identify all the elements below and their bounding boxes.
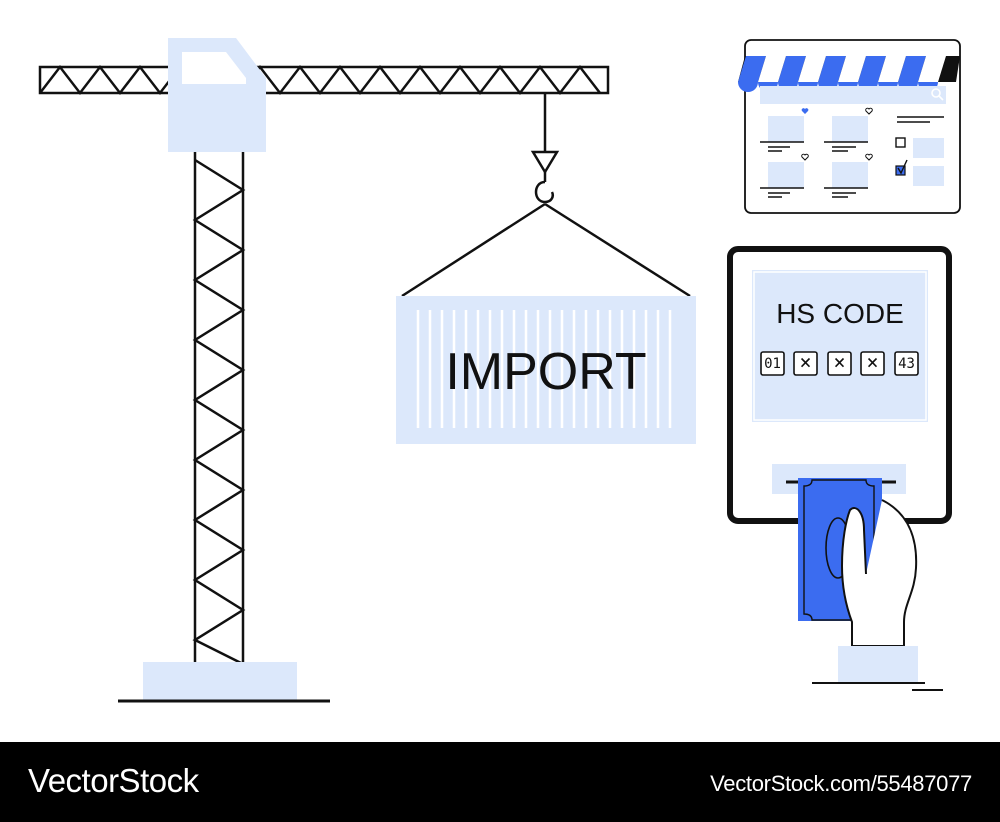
store-filter-panel	[895, 116, 944, 186]
payment-kiosk: HS CODE 01 × × ×	[727, 246, 952, 524]
stock-id-link: VectorStock.com/55487077	[710, 771, 972, 796]
watermark-bar: VectorStock VectorStock.com/55487077	[0, 742, 1000, 822]
svg-text:01: 01	[764, 356, 781, 372]
checkbox-unchecked-icon	[895, 137, 906, 148]
kiosk-screen	[752, 270, 928, 422]
svg-text:43: 43	[898, 356, 915, 372]
kiosk-title: HS CODE	[776, 298, 904, 329]
hs-code-box: ×	[827, 350, 852, 376]
heart-outline-icon	[865, 107, 873, 115]
vectorstock-logo: VectorStock	[28, 762, 199, 799]
store-product-grid	[760, 107, 873, 198]
container-label: IMPORT	[445, 343, 646, 401]
sleeve-cuff	[838, 646, 918, 682]
import-hs-code-illustration: IMPORT	[38, 38, 961, 703]
crane-hook	[401, 93, 691, 298]
svg-text:×: ×	[799, 350, 811, 374]
hs-code-box: ×	[860, 350, 885, 376]
hand-with-banknote	[798, 478, 943, 691]
crane-base	[143, 662, 297, 700]
crane-mast	[192, 152, 246, 666]
hand	[840, 499, 918, 647]
tower-crane	[38, 38, 691, 703]
store-search-bar	[760, 86, 946, 104]
svg-text:×: ×	[833, 350, 845, 374]
hs-code-box: 43	[894, 351, 919, 376]
checkbox-checked-icon	[895, 165, 906, 176]
crane-jib	[38, 64, 610, 96]
hs-code-boxes: 01 × × × 43	[760, 350, 919, 376]
shipping-container: IMPORT	[396, 296, 696, 444]
svg-text:×: ×	[866, 350, 878, 374]
search-icon	[931, 88, 944, 101]
crane-cabin-window	[182, 52, 246, 84]
online-store-window	[738, 39, 961, 214]
heart-outline-icon	[801, 153, 809, 161]
hs-code-box: 01	[760, 351, 785, 376]
heart-outline-icon	[865, 153, 873, 161]
heart-icon	[801, 108, 809, 114]
hs-code-box: ×	[793, 350, 818, 376]
